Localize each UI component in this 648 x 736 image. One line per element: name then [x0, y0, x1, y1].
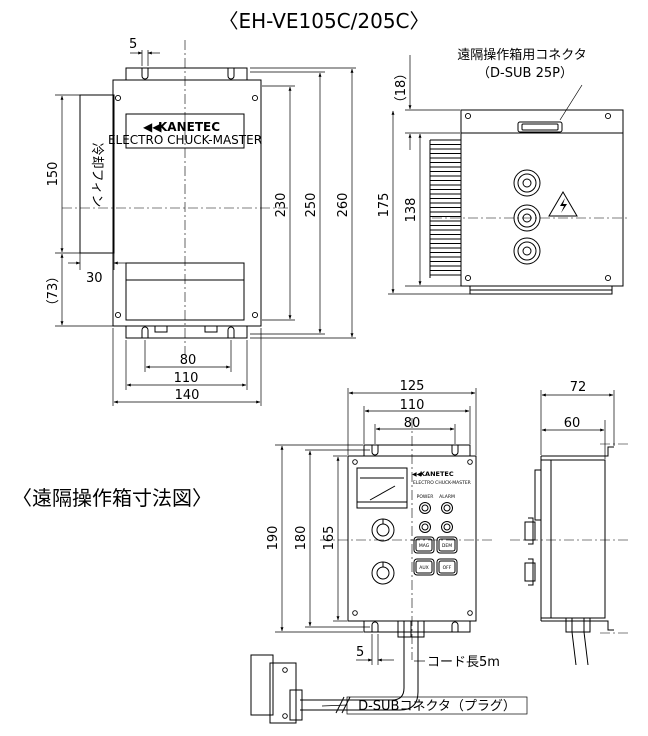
dim-side-138: 138: [404, 198, 419, 223]
dim-height-250: 250: [304, 193, 319, 218]
side-box-body: [460, 109, 624, 287]
plug-label: D-SUBコネクタ（プラグ）: [358, 699, 516, 714]
remote-brand: KANETEC: [420, 470, 454, 478]
dim-lower-ref: （73）: [46, 270, 61, 313]
cooling-fin-label: 冷却フィン: [89, 143, 104, 208]
remote-logo-mark: ◀◀: [412, 471, 422, 478]
dim-height-260: 260: [336, 193, 351, 218]
dim-top-ref: （18）: [394, 67, 409, 110]
lamp-label-power: POWER: [417, 494, 434, 500]
svg-text:MAG: MAG: [419, 543, 430, 549]
controller-brand: KANETEC: [158, 120, 220, 134]
lamp-label-alarm: ALARM: [439, 494, 455, 500]
remote-front-view: ◀◀ KANETEC ELECTRO CHUCK-MASTER POWER AL…: [250, 379, 528, 724]
dim-remote-depth-72: 72: [570, 380, 587, 395]
dim-remote-190: 190: [266, 526, 281, 551]
dim-remote-180: 180: [294, 526, 309, 551]
bottom-flange: [125, 326, 248, 339]
svg-text:AUX: AUX: [419, 565, 428, 571]
dim-side-175: 175: [377, 193, 392, 218]
dim-top-slot: 5: [129, 37, 137, 52]
controller-side-view: 遠隔操作箱用コネクタ （D-SUB 25P）: [377, 47, 630, 295]
meter-window: [356, 467, 408, 509]
mag-button[interactable]: MAG: [413, 536, 435, 554]
connector-label: 遠隔操作箱用コネクタ: [457, 47, 586, 63]
high-voltage-warning-icon: [548, 191, 578, 217]
dim-remote-80: 80: [404, 416, 421, 431]
dim-remote-165: 165: [322, 526, 337, 551]
dim-width-110: 110: [174, 371, 199, 386]
cable-gland-1: [513, 169, 541, 197]
connector-type: （D-SUB 25P）: [477, 66, 573, 81]
dsub-plug: [250, 654, 303, 724]
svg-text:OFF: OFF: [443, 565, 452, 571]
dim-fin-height: 150: [46, 162, 61, 187]
dim-remote-depth-60: 60: [564, 416, 581, 431]
remote-cable: [300, 637, 405, 701]
off-button[interactable]: OFF: [436, 558, 458, 576]
alarm-lamp-icon: [441, 502, 453, 514]
dim-remote-110: 110: [400, 398, 425, 413]
dim-fin-depth: 30: [86, 271, 103, 286]
plug-label-box: [346, 696, 528, 715]
dim-height-230: 230: [274, 193, 289, 218]
adjust-knob-lower-icon[interactable]: [371, 561, 395, 585]
dim-width-80: 80: [180, 353, 197, 368]
power-lamp-icon: [419, 502, 431, 514]
cord-length-label: コード長5m: [427, 655, 500, 670]
aux-button[interactable]: AUX: [413, 558, 435, 576]
remote-side-view: 72 60: [510, 380, 630, 666]
dem-button[interactable]: DEM: [436, 536, 458, 554]
controller-logo-mark: ◀◀: [143, 120, 162, 134]
drawing-title: 〈EH-VE105C/205C〉: [218, 9, 429, 33]
dim-remote-bottom-slot: 5: [356, 645, 364, 660]
side-fins: [429, 139, 461, 278]
adjust-knob-upper-icon[interactable]: [371, 518, 395, 542]
controller-body: [112, 79, 262, 327]
remote-box-title: 〈遠隔操作箱寸法図〉: [12, 486, 212, 510]
cable-gland-3: [513, 237, 541, 265]
dim-remote-125: 125: [400, 379, 425, 394]
dsub-connector: [517, 121, 563, 133]
top-flange: [125, 67, 248, 80]
cooling-fin: [79, 94, 115, 254]
controller-front-view: 冷却フィン ◀◀ KANETEC ELECTRO CHUCK-MASTER: [46, 37, 356, 406]
svg-text:DEM: DEM: [442, 543, 452, 549]
remote-model-label: ELECTRO CHUCK-MASTER: [413, 480, 471, 486]
dim-width-140: 140: [175, 388, 200, 403]
